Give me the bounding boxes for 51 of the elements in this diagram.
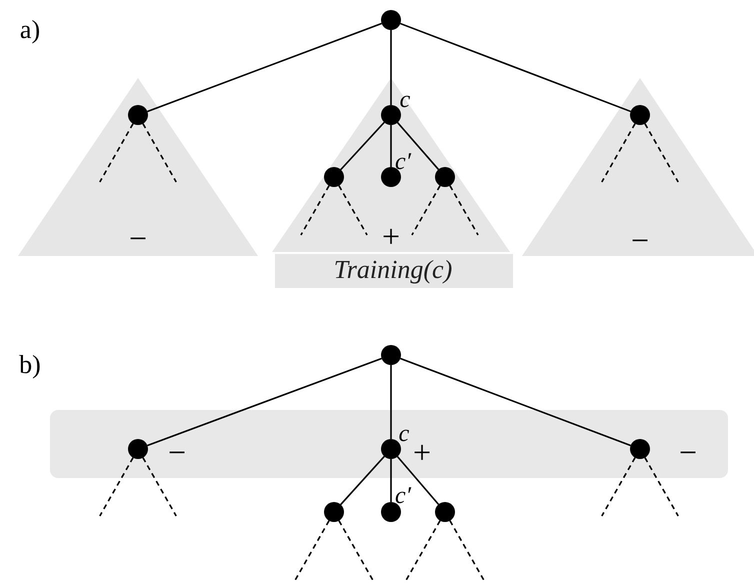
dashed-branch — [644, 457, 679, 516]
dashed-branch — [644, 123, 679, 182]
dashed-branch — [142, 457, 177, 516]
node-name: c — [400, 88, 410, 112]
class-sign: + — [382, 220, 400, 252]
level-band — [50, 410, 728, 478]
dashed-branch — [411, 185, 441, 236]
dashed-branch — [601, 123, 636, 182]
class-sign: + — [412, 436, 432, 468]
dashed-branch — [406, 520, 441, 580]
dashed-branch — [338, 520, 374, 580]
tree-node — [324, 502, 344, 522]
tree-node — [381, 10, 401, 30]
tree-node — [435, 502, 455, 522]
dashed-branch — [142, 123, 177, 182]
panel-label: a) — [20, 17, 40, 43]
dashed-branch — [294, 520, 330, 580]
class-sign: − — [168, 436, 186, 468]
tree-node — [128, 439, 148, 459]
tree-edge — [400, 358, 631, 446]
tree-node — [381, 345, 401, 365]
dashed-branch — [449, 520, 484, 580]
panel-label: b) — [19, 352, 41, 378]
dashed-branch — [338, 185, 368, 236]
node-name: c′ — [395, 484, 411, 508]
class-sign: − — [630, 224, 650, 256]
node-name: c — [398, 422, 410, 446]
tree-edge — [340, 122, 385, 170]
dashed-branch — [99, 457, 134, 516]
tree-edge — [400, 22, 631, 112]
tree-edge — [390, 459, 392, 502]
tree-edge — [390, 30, 392, 105]
tree-edge — [396, 456, 440, 505]
class-sign: − — [678, 436, 698, 468]
node-name: c′ — [395, 150, 411, 174]
dashed-branch — [300, 185, 330, 236]
dashed-branch — [99, 123, 134, 182]
training-region — [275, 254, 513, 288]
tree-edge — [340, 456, 385, 506]
tree-edge — [390, 125, 392, 167]
tree-node — [381, 439, 401, 459]
class-sign: − — [128, 222, 148, 254]
dashed-branch — [601, 457, 636, 516]
tree-edge — [396, 122, 440, 170]
region-label: Training(c) — [334, 257, 452, 283]
dashed-branch — [449, 185, 479, 236]
tree-node — [381, 502, 401, 522]
tree-node — [630, 439, 650, 459]
tree-edge — [390, 365, 392, 439]
tree-edge — [147, 358, 382, 446]
tree-edge — [147, 22, 382, 112]
